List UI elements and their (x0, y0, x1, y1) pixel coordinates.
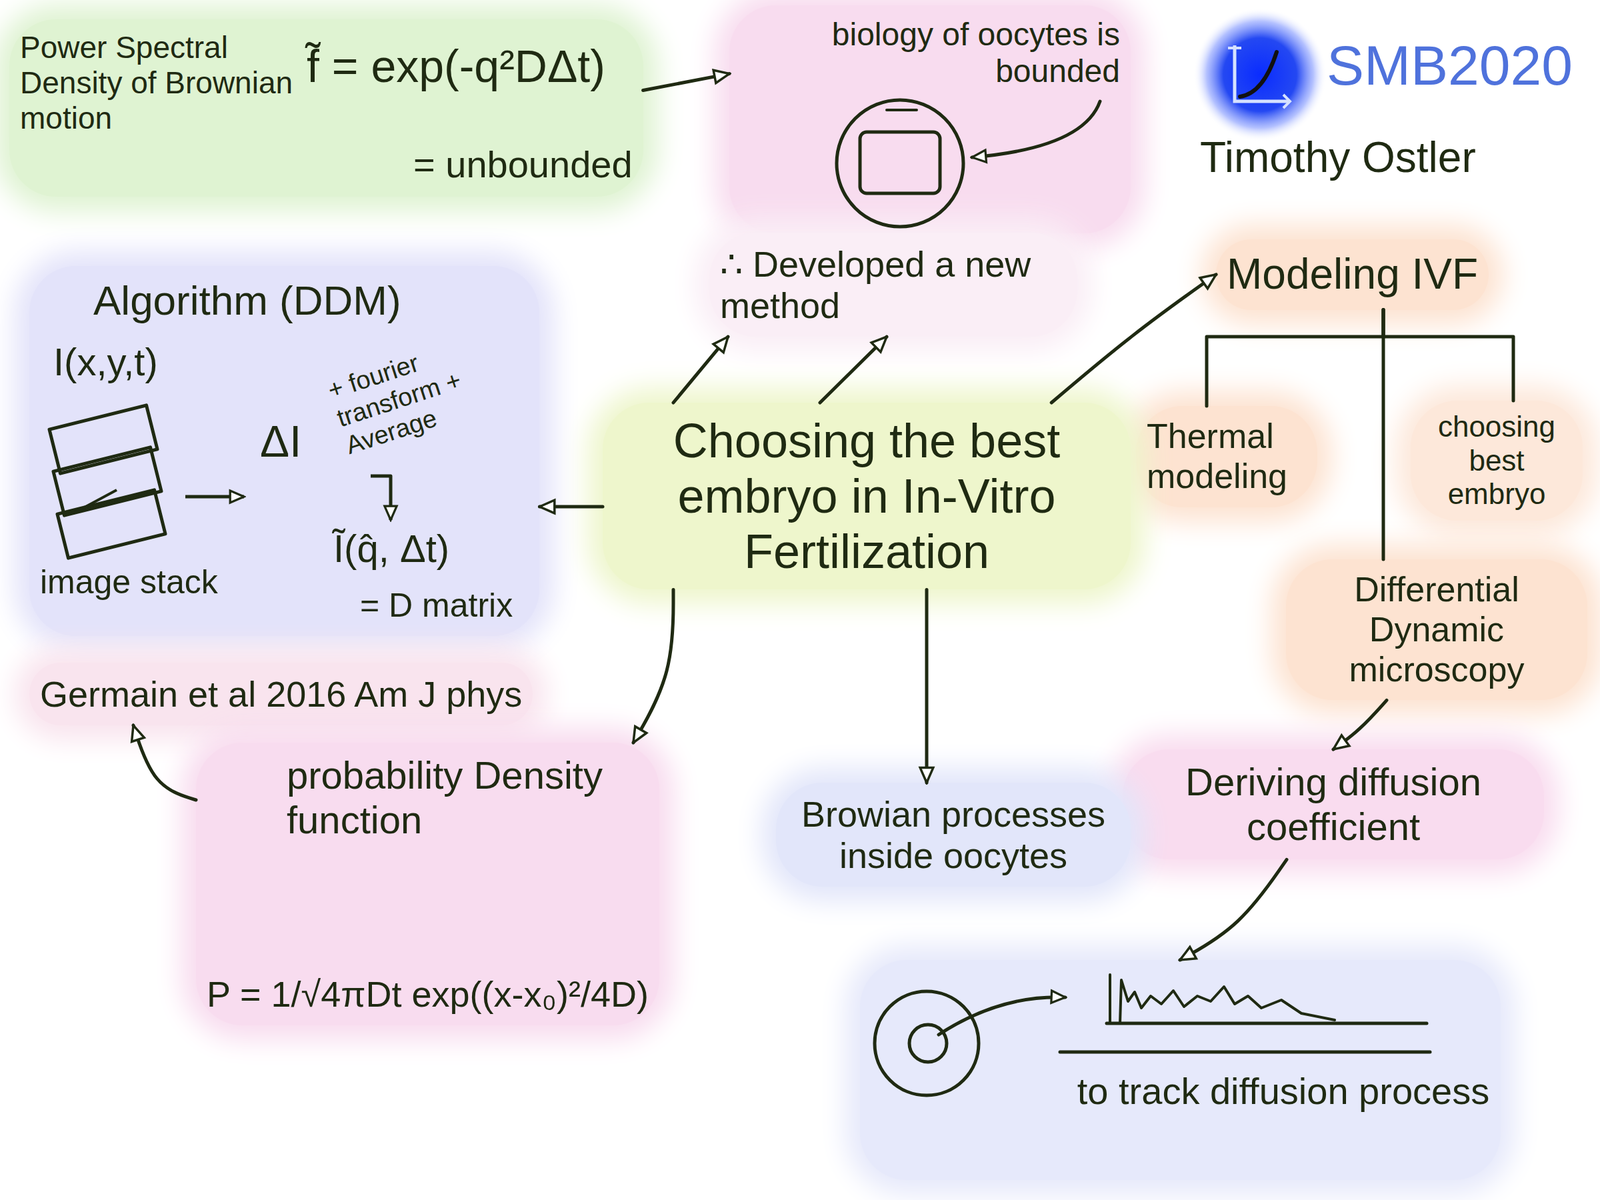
formula-text: I(x,y,t) (53, 340, 158, 385)
note-text: to track diffusion process (1076, 1070, 1490, 1113)
central-title: Choosing the best embryo in In-Vitro Fer… (613, 413, 1120, 579)
topic-cluster: choosing best embryo (1410, 400, 1583, 521)
reference-text: Germain et al 2016 Am J phys (40, 673, 522, 715)
formula-text: Ĩ(q̂, Δt) (333, 526, 450, 572)
note-text: ∴ Developed a new method (720, 243, 1067, 326)
topic-cluster: probability Density function P = 1/√4πDt … (196, 742, 660, 1026)
note-text: choosing best embryo (1420, 410, 1574, 512)
formula-text: f̃ = exp(-q²DΔt) (306, 40, 606, 92)
connector-arrow (133, 725, 196, 800)
note-text: image stack (40, 563, 218, 602)
topic-cluster: to track diffusion process (860, 960, 1501, 1180)
central-topic: Choosing the best embryo in In-Vitro Fer… (602, 402, 1131, 590)
connector-arrow (925, 589, 929, 783)
topic-cluster: ∴ Developed a new method (709, 232, 1078, 337)
formula-text: P = 1/√4πDt exp((x-x₀)²/4D) (206, 973, 649, 1015)
connector-arrow (1051, 274, 1216, 403)
connector-arrow (673, 336, 728, 403)
heading-text: Modeling IVF (1226, 250, 1478, 300)
connector-arrow (1382, 310, 1386, 560)
connector-arrow (1333, 700, 1387, 750)
note-text: probability Density function (286, 753, 634, 842)
connector-arrow (539, 505, 603, 509)
note-text: = D matrix (360, 586, 513, 626)
oocyte-sketch (836, 100, 1100, 227)
topic-cluster: Differential Dynamic microscopy (1286, 559, 1588, 700)
note-text: Power Spectral Density of Brownian motio… (20, 30, 300, 136)
note-text: Browian processes inside oocytes (786, 793, 1120, 876)
conference-name: SMB2020 (1326, 33, 1573, 98)
note-text: Deriving diffusion coefficient (1133, 760, 1534, 849)
heading-text: Algorithm (DDM) (93, 276, 402, 324)
note-text: Thermal modeling (1146, 416, 1307, 497)
speaker-name: Timothy Ostler (1200, 133, 1476, 183)
topic-cluster: Browian processes inside oocytes (776, 782, 1131, 887)
connector-arrow (1383, 310, 1514, 401)
connector-arrow (1206, 310, 1384, 406)
topic-cluster: Modeling IVF (1216, 239, 1489, 310)
note-text: + fourier transform + Average (324, 320, 530, 461)
topic-cluster: Power Spectral Density of Brownian motio… (9, 19, 644, 197)
topic-cluster: biology of oocytes is bounded (729, 5, 1131, 234)
note-text: = unbounded (413, 143, 633, 186)
formula-text: ΔI (260, 416, 302, 468)
note-text: biology of oocytes is bounded (740, 16, 1120, 90)
note-text: Differential Dynamic microscopy (1296, 570, 1577, 690)
topic-cluster: Deriving diffusion coefficient (1122, 749, 1544, 860)
connector-arrow (1180, 859, 1287, 960)
connector-arrow (633, 589, 674, 743)
topic-cluster: Algorithm (DDM) I(x,y,t) ΔI + fourier trans… (29, 266, 540, 636)
topic-cluster: Thermal modeling (1136, 406, 1318, 508)
reference-cluster: Germain et al 2016 Am J phys (29, 662, 533, 726)
connector-arrow (643, 74, 730, 91)
connector-arrow (820, 336, 887, 403)
conference-logo (1193, 8, 1327, 142)
